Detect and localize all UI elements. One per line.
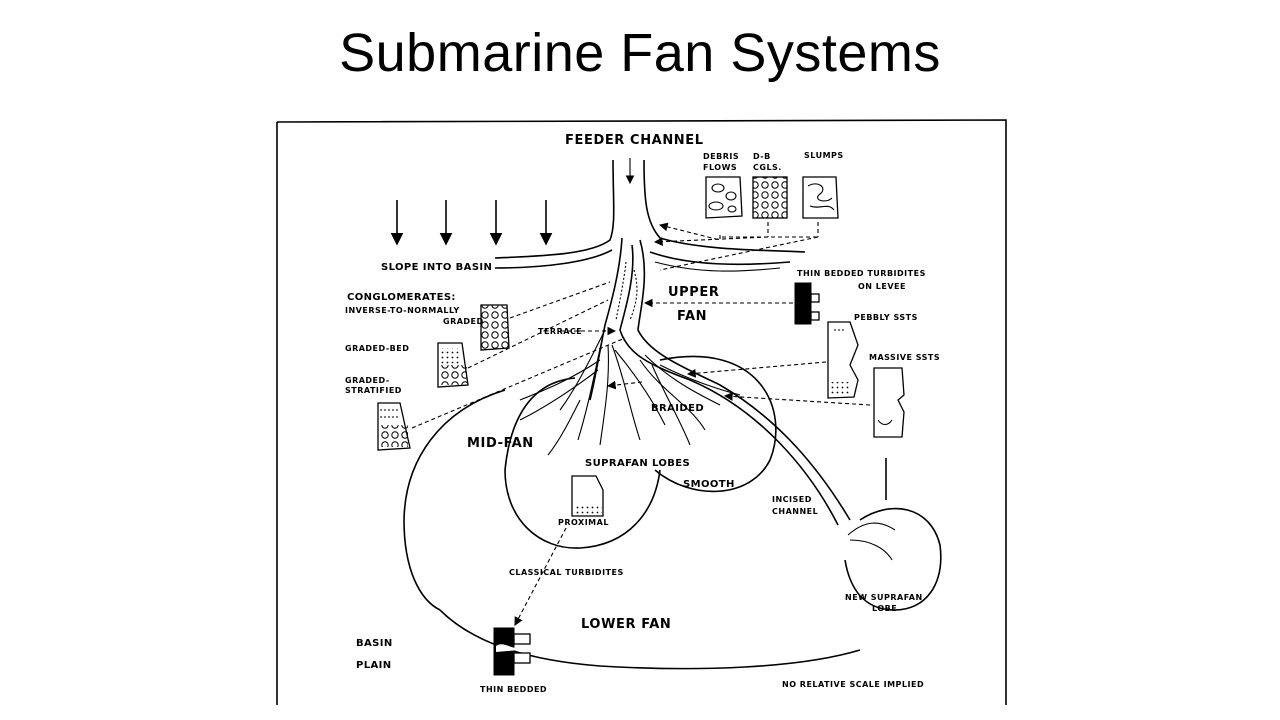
graded-bed-column <box>437 342 469 388</box>
label-basin-plain-1: BASIN <box>356 638 393 649</box>
label-db-cgls-2: CGLS. <box>753 163 782 172</box>
label-mid-fan: MID-FAN <box>467 436 534 451</box>
label-no-scale: NO RELATIVE SCALE IMPLIED <box>782 680 924 689</box>
label-pebbly-ssts: PEBBLY SSTS <box>854 313 918 322</box>
label-levee-1: THIN BEDDED TURBIDITES <box>797 269 926 278</box>
levee-turbidites-column <box>794 282 820 325</box>
label-smooth: SMOOTH <box>683 479 735 490</box>
label-lower-fan: LOWER FAN <box>581 617 671 632</box>
label-graded-stratified-2: STRATIFIED <box>345 386 402 395</box>
label-incised-1: INCISED <box>772 495 812 504</box>
slide-title: Submarine Fan Systems <box>339 23 941 83</box>
massive-ssts-column <box>873 367 905 438</box>
db-cgls-column <box>752 176 788 219</box>
label-proximal: PROXIMAL <box>558 518 609 527</box>
label-new-suprafan-1: NEW SUPRAFAN <box>845 593 923 602</box>
label-graded-bed: GRADED-BED <box>345 344 409 353</box>
label-debris-flows-2: FLOWS <box>703 163 737 172</box>
label-basin-plain-2: PLAIN <box>356 660 392 671</box>
incised-channel-lobe <box>844 507 942 611</box>
label-terrace: TERRACE <box>538 327 582 336</box>
label-upper-fan-1: UPPER <box>668 285 720 300</box>
label-incised-2: CHANNEL <box>772 507 818 516</box>
slope-lines <box>494 249 791 272</box>
label-inverse-normally-2: GRADED <box>443 317 484 326</box>
label-levee-2: ON LEVEE <box>858 282 906 291</box>
label-conglomerates: CONGLOMERATES: <box>347 292 456 303</box>
proximal-column <box>571 475 604 517</box>
slumps-column <box>802 176 839 219</box>
debris-flows-column <box>705 176 743 219</box>
fan-lobes <box>403 355 887 670</box>
conglomerates-column <box>480 304 510 351</box>
label-classical-turbidites: CLASSICAL TURBIDITES <box>509 568 624 577</box>
feeder-channel <box>494 158 806 259</box>
thin-bedded-column <box>493 627 531 676</box>
slope-arrows <box>390 200 553 246</box>
figure-frame <box>276 119 1007 705</box>
label-upper-fan-2: FAN <box>677 309 707 324</box>
label-graded-stratified-1: GRADED- <box>345 376 390 385</box>
label-slumps: SLUMPS <box>804 151 844 160</box>
label-feeder-channel: FEEDER CHANNEL <box>565 133 704 148</box>
label-slope-into-basin: SLOPE INTO BASIN <box>381 262 492 273</box>
pebbly-ssts-column <box>827 321 859 399</box>
label-suprafan-lobes: SUPRAFAN LOBES <box>585 458 690 469</box>
label-inverse-normally-1: INVERSE-TO-NORMALLY <box>345 306 460 315</box>
braided-channels <box>519 329 741 456</box>
label-thin-bedded: THIN BEDDED <box>480 685 547 694</box>
label-braided: BRAIDED <box>651 403 704 414</box>
graded-stratified-column <box>377 402 411 451</box>
label-db-cgls-1: D-B <box>753 152 771 161</box>
label-debris-flows-1: DEBRIS <box>703 152 739 161</box>
correlation-lines <box>411 222 871 626</box>
label-new-suprafan-2: LOBE <box>872 604 897 613</box>
label-massive-ssts: MASSIVE SSTS <box>869 353 940 362</box>
